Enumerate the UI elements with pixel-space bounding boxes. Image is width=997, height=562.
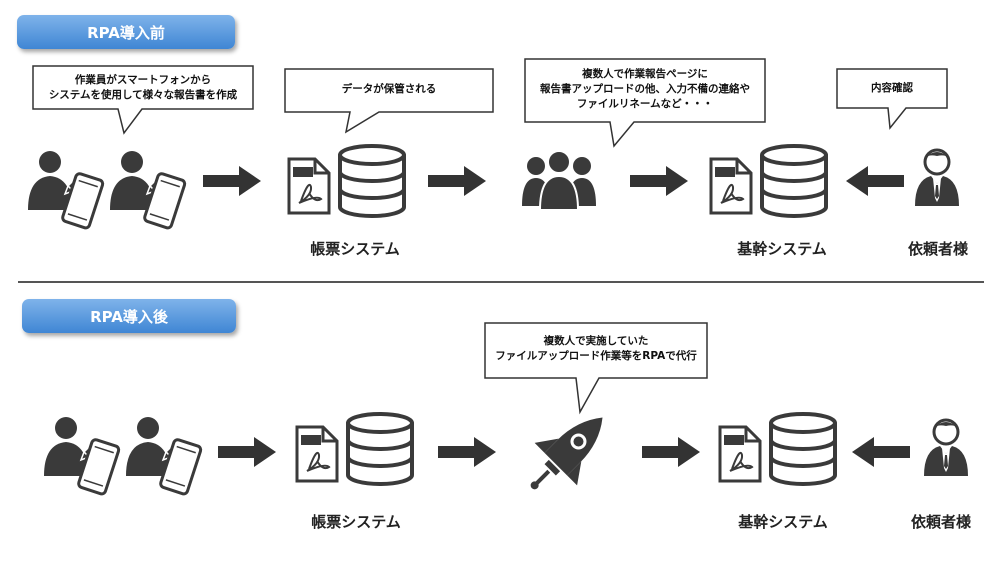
worker-with-phone-icon [26, 149, 106, 231]
callout-line: 複数人で実施していた [543, 335, 649, 347]
callout-line: 内容確認 [871, 82, 913, 94]
label-form-system: 帳票システム [311, 513, 401, 531]
businessman-icon [913, 148, 961, 208]
section-title-after: RPA導入後 [22, 299, 236, 333]
database-icon [760, 144, 828, 218]
pdf-document-icon [709, 157, 753, 215]
worker-with-phone-icon [108, 149, 188, 231]
right-arrow-icon [642, 437, 700, 467]
right-arrow-icon [203, 166, 261, 196]
right-arrow-icon [428, 166, 486, 196]
callout-line: システムを使用して様々な報告書を作成 [48, 89, 238, 101]
label-core-system: 基幹システム [738, 513, 828, 531]
pdf-document-icon [718, 425, 762, 483]
label-form-system: 帳票システム [310, 240, 400, 258]
section-divider [18, 281, 984, 283]
label-core-system: 基幹システム [737, 240, 827, 258]
group-people-icon [521, 150, 597, 211]
left-arrow-icon [846, 166, 904, 196]
callout-shape [524, 58, 766, 148]
callout-line: ファイルリネームなど・・・ [576, 98, 714, 110]
rocket-icon [508, 394, 626, 512]
worker-with-phone-icon [42, 415, 122, 497]
right-arrow-icon [630, 166, 688, 196]
callout-worker: 作業員がスマートフォンから システムを使用して様々な報告書を作成 [32, 65, 254, 135]
callout-rpa: 複数人で実施していた ファイルアップロード作業等をRPAで代行 [484, 322, 708, 415]
callout-team: 複数人で作業報告ページに 報告書アップロードの他、入力不備の連絡や ファイルリネ… [524, 58, 766, 148]
callout-shape [484, 322, 708, 415]
section-title-text: RPA導入後 [90, 307, 168, 326]
callout-shape [284, 68, 494, 134]
section-title-text: RPA導入前 [87, 23, 165, 42]
database-icon [338, 144, 406, 218]
pdf-document-icon [295, 425, 339, 483]
callout-shape [32, 65, 254, 135]
callout-shape [836, 68, 948, 130]
callout-review: 内容確認 [836, 68, 948, 130]
callout-line: 作業員がスマートフォンから [74, 74, 212, 86]
label-requester: 依頼者様 [910, 513, 971, 531]
database-icon [346, 412, 414, 486]
callout-data: データが保管される [284, 68, 494, 134]
worker-with-phone-icon [124, 415, 204, 497]
callout-line: 複数人で作業報告ページに [582, 68, 708, 80]
callout-line: 報告書アップロードの他、入力不備の連絡や [540, 83, 750, 95]
right-arrow-icon [438, 437, 496, 467]
database-icon [769, 412, 837, 486]
callout-line: ファイルアップロード作業等をRPAで代行 [495, 350, 697, 362]
section-title-before: RPA導入前 [17, 15, 235, 49]
businessman-icon [922, 418, 970, 478]
callout-line: データが保管される [341, 83, 437, 95]
pdf-document-icon [287, 157, 331, 215]
right-arrow-icon [218, 437, 276, 467]
left-arrow-icon [852, 437, 910, 467]
label-requester: 依頼者様 [907, 240, 968, 258]
